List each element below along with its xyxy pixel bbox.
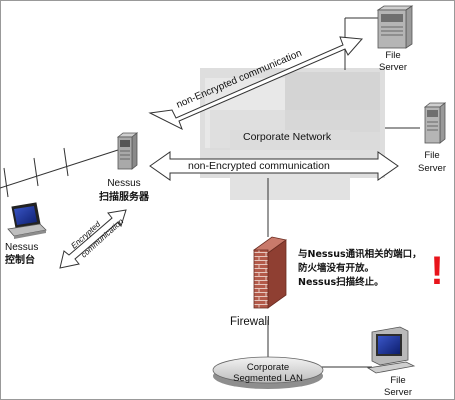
lan-label-1: Corporate (247, 362, 289, 373)
encrypted-double-arrow (59, 209, 127, 269)
file-server-bottom-label-1: File (390, 375, 405, 386)
warning-note-line2: 防火墙没有开放。 (298, 262, 374, 274)
file-server-right-label-1: File (424, 150, 439, 161)
middle-double-arrow (149, 151, 399, 181)
console-label-2: 控制台 (5, 253, 35, 266)
scanner-label-2: 扫描服务器 (99, 190, 150, 203)
file-server-right-icon (423, 102, 447, 144)
top-double-arrow (148, 36, 364, 131)
file-server-bottom-icon (366, 326, 416, 374)
firewall-brick-wall-icon (253, 236, 287, 309)
file-server-top-label-1: File (385, 50, 400, 61)
warning-exclamation-icon: ! (430, 249, 443, 293)
firewall-label: Firewall (230, 316, 270, 328)
nessus-console-laptop-icon (7, 202, 47, 239)
middle-arrow-label: non-Encrypted communication (188, 160, 330, 172)
nessus-scanner-server-icon (116, 132, 139, 170)
file-server-right-label-2: Server (418, 163, 446, 174)
corporate-network-label: Corporate Network (243, 131, 332, 143)
console-label-1: Nessus (5, 242, 38, 253)
connection-lines (0, 17, 420, 368)
lan-label-2: Segmented LAN (233, 373, 303, 384)
segmented-lan-ellipse (212, 356, 324, 389)
warning-note-line1: 与Nessus通讯相关的端口， (298, 248, 422, 260)
file-server-top-label-2: Server (379, 62, 407, 73)
warning-note-line3: Nessus扫描终止。 (298, 276, 384, 288)
file-server-top-icon (376, 5, 414, 49)
scanner-label-1: Nessus (107, 178, 140, 189)
file-server-bottom-label-2: Server (384, 387, 412, 398)
